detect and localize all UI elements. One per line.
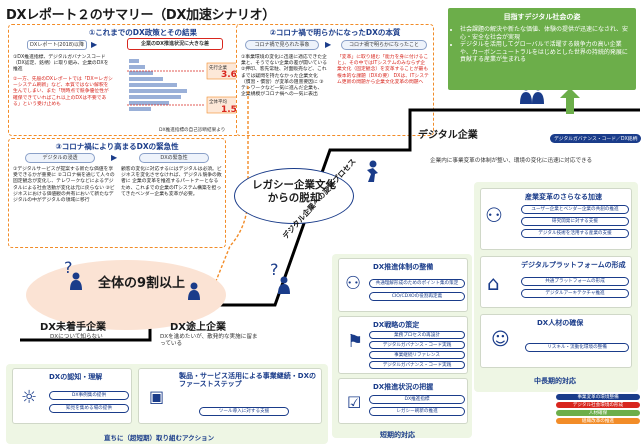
card-item: デジタルアーキテクチャ推進 bbox=[521, 289, 629, 298]
product-service-card: 製品・サービス活用による事業継続・DXのファーストステップ ▣ ツール導入に対す… bbox=[138, 368, 322, 424]
legend-item: 組織改革の推進 bbox=[556, 418, 640, 424]
computer-icon: ▣ bbox=[149, 387, 165, 406]
dx-report-label: DXレポート(2018)以降 bbox=[27, 40, 87, 50]
card-item: リスキル・流動化環境の整備 bbox=[525, 343, 629, 352]
dx-status-card: DX推進状況の把握 ☑ DX推進指標 レガシー刷新の推進 bbox=[338, 378, 468, 424]
person-icon: ☺ bbox=[491, 329, 510, 350]
lightbulb-icon: ☼ bbox=[21, 387, 38, 408]
person-icon bbox=[188, 282, 200, 300]
card-title: DX戦略の策定 bbox=[373, 321, 420, 329]
card-item: ツール導入に対する支援 bbox=[199, 407, 289, 416]
legacy-culture-bubble: レガシー企業文化からの脱却 bbox=[234, 168, 354, 224]
majority-label: 全体の9割以上 bbox=[98, 276, 186, 291]
card-item: 知見を集める場の提供 bbox=[49, 404, 129, 413]
strategy-icon: ⚑ bbox=[347, 331, 364, 352]
legend: 事業変革の環境整備 デジタル社会環境の形成 人材確保 組織改革の推進 bbox=[556, 394, 640, 424]
digital-platform-card: デジタルプラットフォームの形成 ⌂ 共通プラットフォームの形成 デジタルアーキテ… bbox=[480, 256, 632, 308]
bottom-score-label: 全体平均 bbox=[209, 100, 227, 105]
checklist-icon: ☑ bbox=[347, 393, 362, 412]
right-label: コロナ禍で明らかになったこと bbox=[341, 40, 427, 50]
immediate-label: 直ちに（超短期）取り組むアクション bbox=[104, 434, 215, 442]
left-text: ①デジタルサービスが提案する新たな価値を享受できるかが重要に ②コロナ禍を通じて… bbox=[13, 167, 115, 204]
stage-digital-title: デジタル企業 bbox=[418, 130, 478, 141]
card-item: デジタル技術を活用する産業の支援 bbox=[521, 229, 629, 238]
top-score-value: 3.6 bbox=[221, 70, 237, 80]
arrow-right-icon: ▶ bbox=[91, 40, 98, 49]
policy-text-1: ①DX推進指標、デジタルガバナンスコード（DX認定、銘柄）に取り組み、企業のDX… bbox=[13, 55, 109, 73]
card-title: DX推進状況の把握 bbox=[373, 383, 434, 391]
goal-bullet: 社会課題の解決や新たな価値、体験の提供が迅速になされ、安心・安全な社会が実現 bbox=[460, 26, 630, 41]
right-label: DXの緊急性 bbox=[139, 153, 209, 163]
arrow-right-icon: ▶ bbox=[325, 40, 332, 49]
short-term-label: 短期的対応 bbox=[380, 431, 415, 439]
question-person-icon: ? bbox=[270, 260, 279, 279]
platform-icon: ⌂ bbox=[487, 271, 500, 295]
dx-structure-card: DX推進体制の整備 ⚇ 共通理解形成のためのポイント集の策定 CIO/CDXOの… bbox=[338, 258, 468, 312]
person-icon bbox=[278, 276, 290, 294]
person-icon bbox=[70, 272, 82, 290]
card-title: DXの認知・理解 bbox=[49, 373, 103, 381]
card-title: デジタルプラットフォームの形成 bbox=[521, 261, 626, 269]
stage-in-progress-sub: DXを進めたいが、散発的な実施に留まっている bbox=[160, 334, 258, 347]
stage-not-started-title: DX未着手企業 bbox=[40, 322, 107, 333]
card-title: 製品・サービス活用による事業継続・DXのファーストステップ bbox=[179, 372, 316, 388]
card-title: 産業変革のさらなる加速 bbox=[525, 193, 602, 201]
card-item: DX事例集の提供 bbox=[49, 391, 129, 400]
industry-transform-card: 産業変革のさらなる加速 ⚇ ユーザー企業とベンダー企業の共創の推進 研究開発に対… bbox=[480, 188, 632, 250]
dx-talent-card: DX人材の確保 ☺ リスキル・流動化環境の整備 bbox=[480, 314, 632, 368]
bubble-text: レガシー企業文化からの脱却 bbox=[252, 179, 336, 204]
card-item: 事業継続リファレンス bbox=[369, 351, 465, 359]
legend-item: デジタル社会環境の形成 bbox=[556, 402, 640, 408]
dx-awareness-card: DXの認知・理解 ☼ DX事例集の提供 知見を集める場の提供 bbox=[12, 368, 132, 424]
section-header: ③コロナ禍により高まるDXの緊急性 bbox=[55, 142, 179, 151]
dx-strategy-card: DX戦略の策定 ⚑ 業務プロセスの再設計 デジタルガバナンス・コード実践 事業継… bbox=[338, 316, 468, 374]
card-title: DX人材の確保 bbox=[537, 319, 584, 327]
legend-item: 人材確保 bbox=[556, 410, 640, 416]
stage-digital-tag: デジタルガバナンス・コード／DX銘柄 bbox=[550, 134, 642, 143]
group-icon: ⚇ bbox=[485, 203, 503, 227]
card-item: ユーザー企業とベンダー企業の共創の推進 bbox=[521, 205, 629, 214]
card-item: 業務プロセスの再設計 bbox=[369, 331, 465, 339]
stage-in-progress-title: DX途上企業 bbox=[170, 322, 227, 333]
left-label: コロナ禍で見られた事象 bbox=[245, 40, 319, 50]
left-label: デジタルの浸透 bbox=[25, 153, 95, 163]
policy-text-2: ②一方、先般のDXレポートでは「DX＝レガシーシステム刷新」など、本質ではない解… bbox=[13, 77, 113, 107]
card-item: レガシー刷新の推進 bbox=[369, 407, 465, 416]
card-title: DX推進体制の整備 bbox=[373, 263, 434, 271]
card-item: デジタルガバナンス・コード実践 bbox=[369, 341, 465, 349]
goal-arrow bbox=[560, 88, 580, 114]
page-title: DXレポート２のサマリー（DX加速シナリオ） bbox=[6, 8, 276, 23]
top-score-label: 先行企業 bbox=[209, 66, 227, 71]
stage-digital-sub: 企業内に事業変革の体制が整い、環境の変化に迅速に対応できる bbox=[430, 158, 593, 164]
card-item: CIO/CDXOの役割再定義 bbox=[369, 292, 465, 301]
section-covid-dx-essence: ②コロナ禍で明らかになったDXの本質 コロナ禍で見られた事象 ▶ コロナ禍で明ら… bbox=[236, 24, 434, 136]
card-item: 研究開発に対する支援 bbox=[521, 217, 629, 226]
section-header: ②コロナ禍で明らかになったDXの本質 bbox=[269, 28, 401, 37]
left-text: ①事業環境の変化に迅速に適応できた企業と、そうでない企業の差が開いている ②押印… bbox=[241, 55, 328, 98]
question-person-icon: ? bbox=[64, 258, 73, 277]
gap-label: 企業のDX推進状況に大きな差 bbox=[127, 38, 223, 50]
goal-bullet: デジタルを活用してグローバルで活躍する競争力の高い企業や、カーボンニュートラルを… bbox=[460, 41, 630, 64]
section-header: ①これまでのDX政策とその結果 bbox=[88, 28, 198, 37]
legend-item: 事業変革の環境整備 bbox=[556, 394, 640, 400]
arrow-right-icon: ▶ bbox=[111, 153, 118, 162]
card-item: 共通理解形成のためのポイント集の策定 bbox=[369, 279, 465, 288]
section-dx-urgency: ③コロナ禍により高まるDXの緊急性 デジタルの浸透 DXの緊急性 ▶ ①デジタル… bbox=[8, 138, 226, 248]
goal-title: 目指すデジタル社会の姿 bbox=[503, 13, 581, 21]
card-item: 共通プラットフォームの形成 bbox=[521, 277, 629, 286]
card-item: DX推進指標 bbox=[369, 395, 465, 404]
right-text: 「変革」に取り組む「能力を身に付けること」、その中ではITシステムのみならず企業… bbox=[337, 55, 429, 85]
stage-not-started-sub: DXについて知らない bbox=[50, 334, 103, 340]
running-person-icon bbox=[364, 160, 380, 182]
mid-long-term-label: 中長期的対応 bbox=[534, 377, 576, 385]
card-item: デジタルガバナンス・コード実践 bbox=[369, 361, 465, 369]
group-icon: ⚇ bbox=[345, 273, 362, 294]
goal-box: 目指すデジタル社会の姿 社会課題の解決や新たな価値、体験の提供が迅速になされ、安… bbox=[448, 8, 636, 90]
